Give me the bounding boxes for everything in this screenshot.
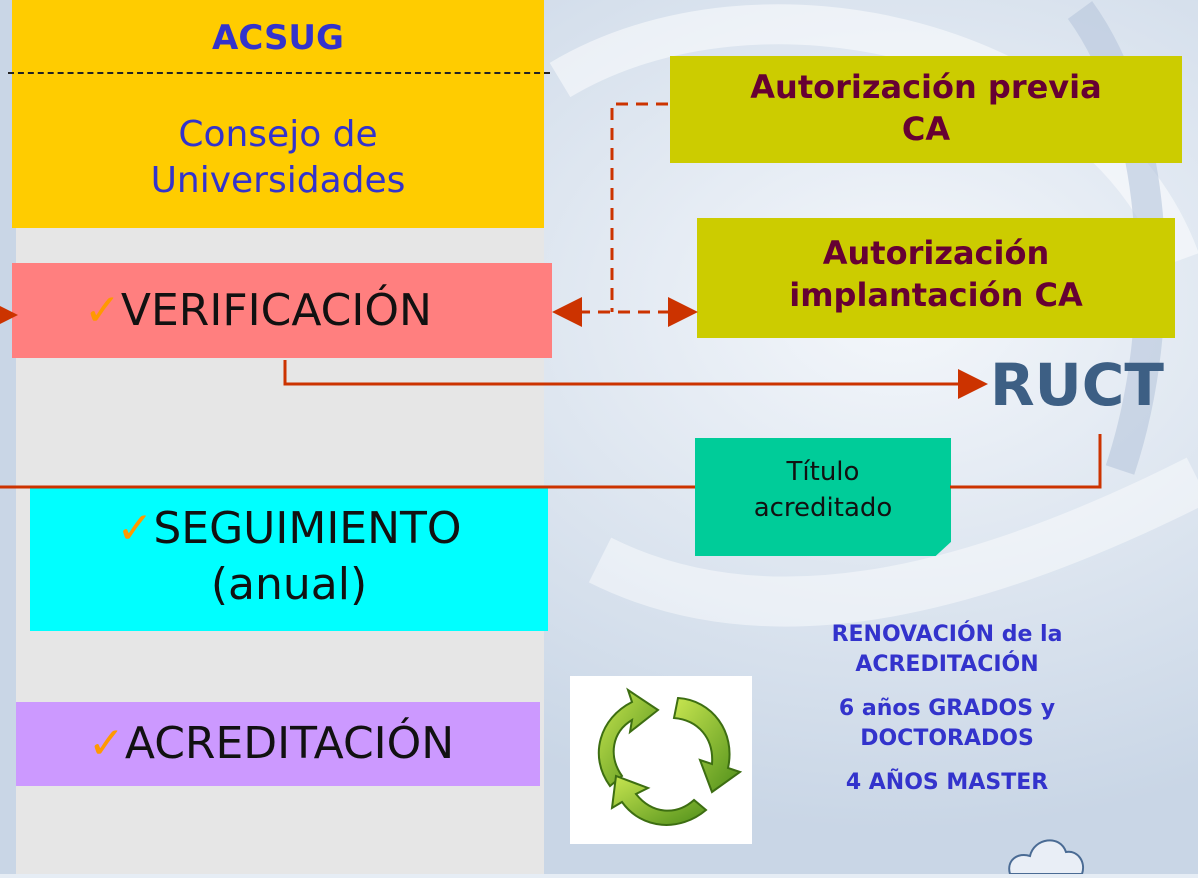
accreditation-label: ACREDITACIÓN [124,718,455,769]
verification-to-ruct-line [283,360,988,399]
acsug-subtitle-line1: Consejo de [178,114,378,155]
monitoring-box: ✓SEGUIMIENTO (anual) [30,487,548,631]
monitoring-label: SEGUIMIENTO [153,503,462,554]
dashed-link-prior-authorization [610,102,668,312]
check-icon: ✓ [88,718,125,769]
acsug-box: ACSUG Consejo de Universidades [8,0,550,228]
monitoring-label-line1: ✓SEGUIMIENTO [30,501,548,557]
renewal-grados-line1: 6 años GRADOS y [838,696,1056,721]
acsug-subtitle: Consejo de Universidades [12,112,544,204]
prior-authorization-line1: Autorización previa [750,68,1102,106]
check-icon: ✓ [116,503,154,554]
renewal-heading-line1: RENOVACIÓN de la [831,622,1063,647]
renewal-heading: RENOVACIÓN de la ACREDITACIÓN [752,620,1142,680]
implementation-authorization-box: Autorización implantación CA [697,218,1175,338]
prior-authorization-box: Autorización previa CA [670,56,1182,163]
ruct-to-monitoring-line [0,434,1102,489]
implementation-authorization-line1: Autorización [822,234,1050,272]
check-icon: ✓ [84,285,121,336]
renewal-grados-line2: DOCTORADOS [860,726,1034,751]
verification-box: ✓VERIFICACIÓN [12,263,552,358]
cloud-logo-icon [1000,830,1090,875]
accredited-title-line2: acreditado [753,493,893,523]
accredited-title-note: Título acreditado [695,438,951,556]
acsug-divider [8,72,550,74]
recycle-arrows-icon [570,676,752,844]
implementation-authorization-line2: implantación CA [789,276,1083,314]
verification-label: VERIFICACIÓN [120,285,432,336]
accreditation-box: ✓ACREDITACIÓN [16,702,540,786]
renewal-master: 4 AÑOS MASTER [845,770,1049,795]
monitoring-label-line2: (anual) [210,559,368,610]
acsug-subtitle-line2: Universidades [150,160,406,201]
accredited-title-line1: Título [786,457,860,487]
renewal-text: RENOVACIÓN de la ACREDITACIÓN 6 años GRA… [752,620,1142,812]
prior-authorization-line2: CA [901,110,951,148]
renewal-heading-line2: ACREDITACIÓN [855,652,1039,677]
ruct-label: RUCT [990,351,1164,419]
renewal-grados: 6 años GRADOS y DOCTORADOS [752,694,1142,754]
acsug-title: ACSUG [212,18,344,58]
